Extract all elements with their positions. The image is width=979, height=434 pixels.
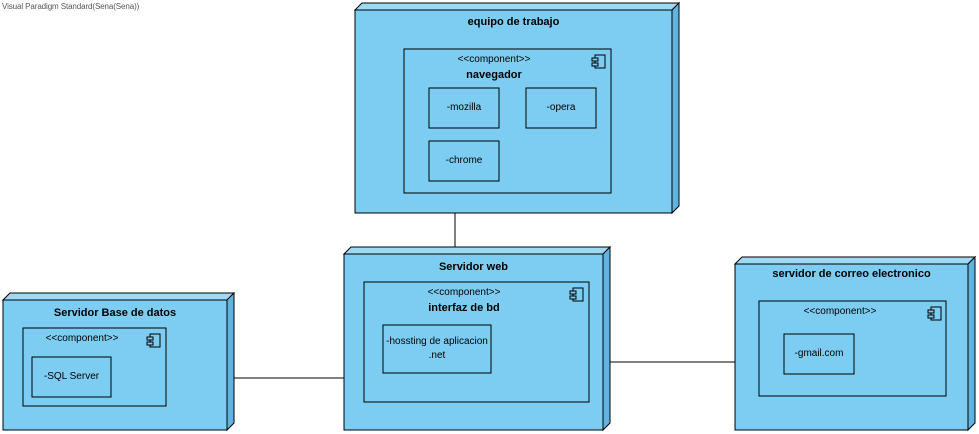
component-icon <box>927 306 942 321</box>
component-stereotype: <<component>> <box>457 54 531 65</box>
box-chrome <box>428 140 500 182</box>
box-sql-server <box>31 356 112 398</box>
node-title-mail: servidor de correo electronico <box>772 268 931 280</box>
box-hossting <box>382 324 492 374</box>
component-icon <box>146 333 161 348</box>
label-mozilla: -mozilla <box>446 102 482 113</box>
component-stereotype: <<component>> <box>427 287 501 298</box>
box-mozilla <box>428 87 500 129</box>
node-title-equipo: equipo de trabajo <box>467 16 560 28</box>
label-hossting: -hossting de aplicacion .net <box>386 336 488 361</box>
label-opera: -opera <box>546 102 576 113</box>
label-chrome: -chrome <box>445 155 483 166</box>
component-stereotype: <<component>> <box>803 306 877 317</box>
box-gmail <box>783 333 855 375</box>
label-sql-server: -SQL Server <box>43 371 100 382</box>
node-servidor-base-de-datos <box>1 291 236 432</box>
component-name-navegador: navegador <box>466 69 522 81</box>
component-name-interfaz: interfaz de bd <box>428 302 500 314</box>
node-equipo-de-trabajo <box>353 1 681 215</box>
node-servidor-web <box>342 245 612 432</box>
component-icon <box>569 287 584 302</box>
watermark: Visual Paradigm Standard(Sena(Sena)) <box>2 2 140 11</box>
node-title-web: Servidor web <box>438 261 509 273</box>
component-stereotype: <<component>> <box>45 333 119 344</box>
component-icon <box>591 54 606 69</box>
node-title-db: Servidor Base de datos <box>53 307 177 319</box>
box-opera <box>525 87 597 129</box>
node-servidor-de-correo <box>733 255 977 432</box>
label-gmail: -gmail.com <box>794 348 844 359</box>
